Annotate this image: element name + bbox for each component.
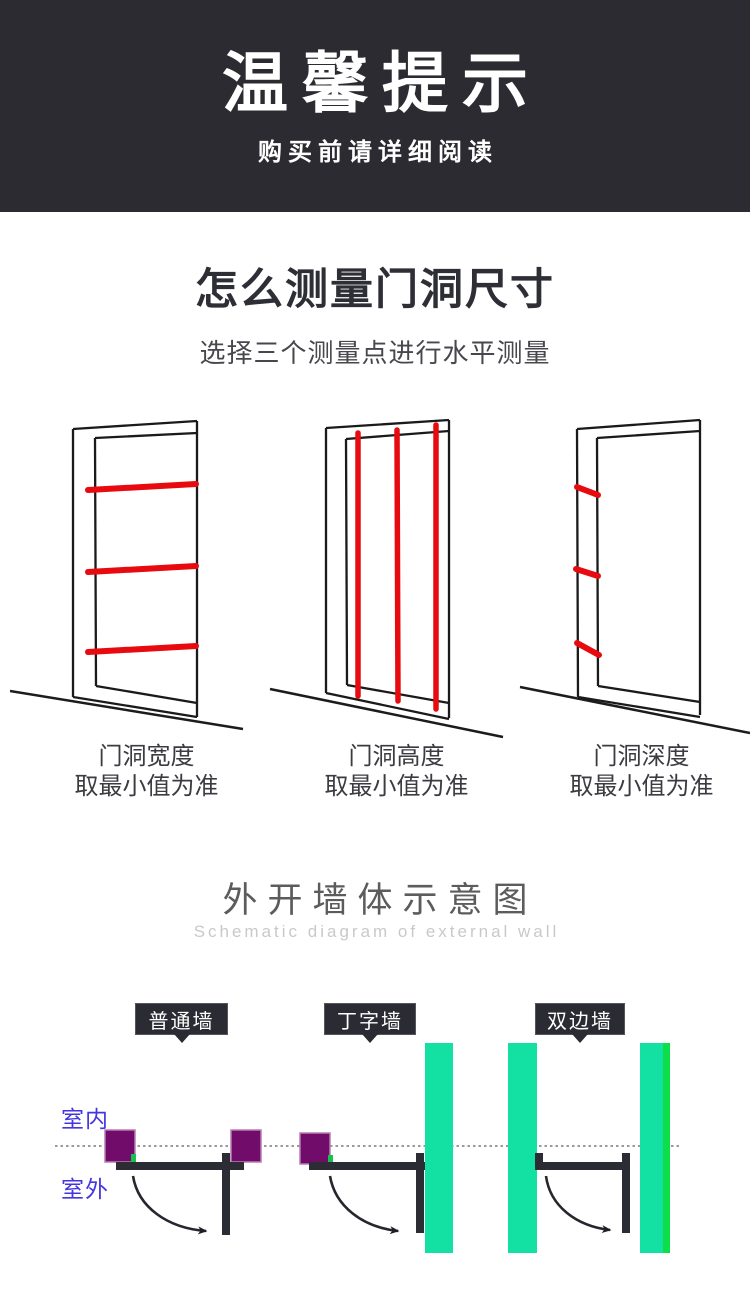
hinge-mark	[328, 1155, 333, 1162]
door-height-diagram	[269, 418, 504, 739]
caption-line: 门洞高度	[348, 743, 445, 770]
green-wall	[425, 1043, 453, 1253]
door-closed-bar	[116, 1162, 244, 1170]
red-measure-line	[85, 563, 199, 575]
door-frame	[71, 419, 199, 719]
door-swing-arrow	[544, 1175, 612, 1234]
caption-line: 取最小值为准	[569, 773, 714, 800]
wall-type-label-text: 丁字墙	[337, 1010, 403, 1033]
caption-line: 取最小值为准	[324, 773, 469, 800]
normal-wall-diagram	[104, 1129, 262, 1235]
caption-line: 取最小值为准	[74, 773, 219, 800]
measure-section-title: 怎么测量门洞尺寸	[195, 266, 555, 314]
ground-line	[519, 685, 750, 735]
red-measure-line	[574, 640, 602, 658]
caption-line: 门洞深度	[593, 743, 690, 770]
wall-type-label-text: 双边墙	[547, 1010, 613, 1033]
wall-type-label-text: 普通墙	[148, 1010, 215, 1033]
header-subtitle: 购买前请详细阅读	[258, 139, 498, 166]
green-wall-bright-edge	[663, 1043, 670, 1253]
ground-line	[269, 687, 504, 739]
caption-door-depth: 门洞深度 取最小值为准	[524, 742, 750, 802]
wall-block	[299, 1132, 331, 1165]
hinge-mark	[131, 1154, 136, 1162]
wall-type-label-normal: 普通墙	[135, 1003, 228, 1035]
door-open-bar	[222, 1153, 230, 1235]
door-frame-stub	[535, 1153, 543, 1163]
red-measure-line	[574, 484, 601, 498]
ground-line	[10, 689, 244, 731]
green-wall	[508, 1043, 537, 1253]
red-measure-line	[394, 427, 401, 704]
door-open-bar	[622, 1153, 630, 1233]
wall-type-label-t-shape: 丁字墙	[324, 1003, 416, 1035]
red-measure-line	[573, 566, 601, 579]
wall-block	[230, 1129, 262, 1163]
door-frame	[324, 418, 451, 721]
door-closed-bar	[309, 1162, 425, 1170]
door-depth-diagram	[519, 418, 750, 735]
measure-section-subtitle: 选择三个测量点进行水平测量	[199, 338, 551, 368]
red-measure-line	[85, 481, 199, 493]
double-side-wall-diagram	[508, 1043, 670, 1253]
indoor-label: 室内	[61, 1106, 109, 1132]
door-frame	[575, 418, 702, 719]
door-open-bar	[416, 1153, 424, 1233]
red-measure-line	[85, 643, 199, 655]
wall-plan-diagram	[55, 1043, 680, 1253]
caption-door-width: 门洞宽度 取最小值为准	[29, 742, 264, 802]
door-closed-bar	[535, 1162, 630, 1170]
door-swing-arrow	[328, 1175, 400, 1235]
outdoor-label: 室外	[61, 1176, 109, 1202]
header-banner: 温馨提示 购买前请详细阅读	[0, 0, 750, 212]
caption-door-height: 门洞高度 取最小值为准	[279, 742, 514, 802]
door-swing-arrow	[131, 1175, 208, 1235]
wall-type-label-double-side: 双边墙	[535, 1003, 625, 1035]
door-width-diagram	[10, 419, 244, 731]
t-shape-wall-diagram	[299, 1043, 453, 1253]
caption-line: 门洞宽度	[98, 743, 195, 770]
page-title: 温馨提示	[222, 46, 542, 120]
wall-section-title: 外开墙体示意图	[222, 881, 538, 920]
wall-section-subtitle-en: Schematic diagram of external wall	[193, 922, 560, 941]
wall-block	[104, 1129, 136, 1163]
